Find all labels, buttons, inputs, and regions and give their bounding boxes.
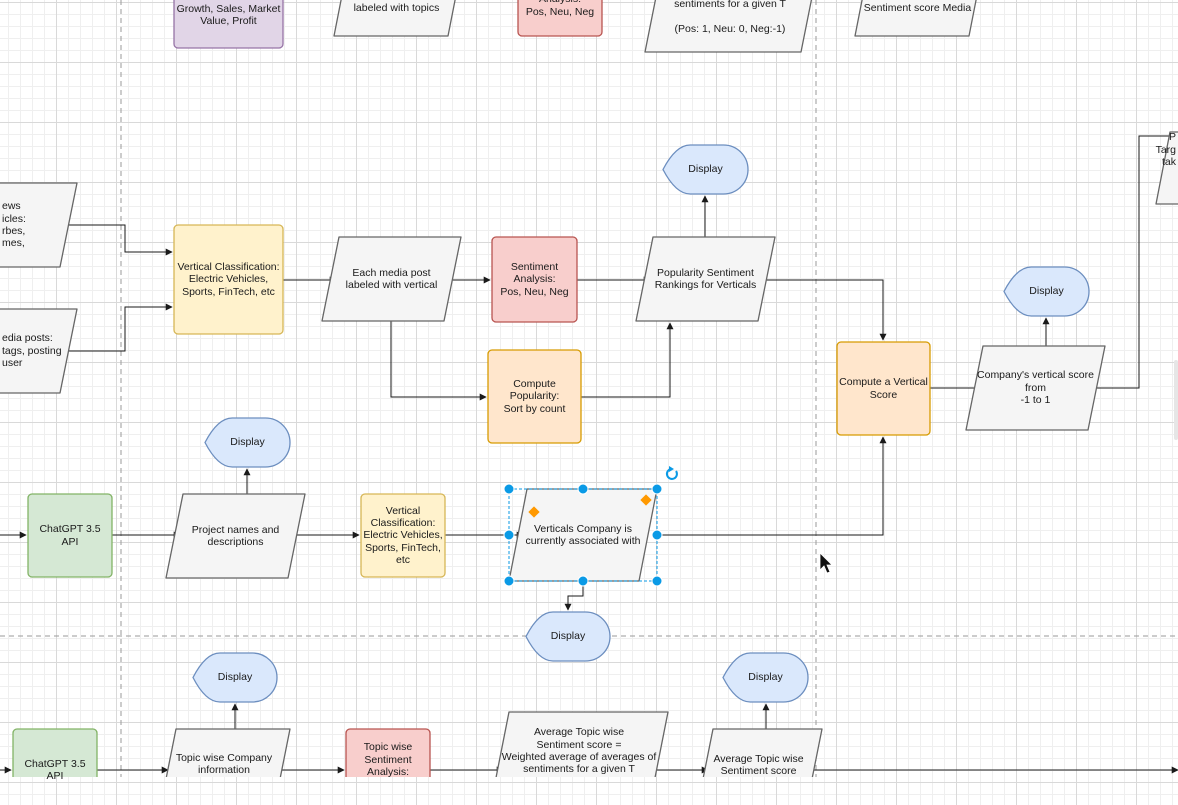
company-vertical-score-box-label: Company's vertical score from -1 to 1	[977, 369, 1094, 407]
resize-handle-2[interactable]	[577, 483, 589, 495]
chatgpt-api-box-2[interactable]	[12, 728, 98, 777]
sentiment-analysis-box-label: Sentiment Analysis: Pos, Neu, Neg	[500, 260, 569, 298]
shape-adjust-handle-1[interactable]	[528, 506, 540, 518]
resize-handle-4[interactable]	[503, 529, 515, 541]
company-vertical-score-box[interactable]	[965, 345, 1106, 431]
resize-handle-1[interactable]	[503, 483, 515, 495]
display-box-5[interactable]	[192, 652, 278, 703]
popularity-rankings-box[interactable]	[635, 236, 776, 322]
chatgpt-api-box-1[interactable]	[27, 493, 113, 578]
display-box-6[interactable]	[722, 652, 809, 703]
news-articles-box-label: ews icles: rbes, mes,	[2, 200, 26, 250]
shape-layer	[0, 0, 1178, 777]
top-labeled-topics-box[interactable]	[333, 0, 459, 37]
vertical-classification-box[interactable]	[173, 224, 284, 335]
edge-news-to-vertical[interactable]	[60, 224, 173, 256]
edge-rankings-to-vertical-score[interactable]	[760, 279, 887, 341]
vertical-classification-box-2-label: Vertical Classification: Electric Vehicl…	[363, 504, 443, 567]
display-box-1[interactable]	[662, 144, 749, 195]
topic-company-info-box-label: Topic wise Company information	[175, 751, 273, 776]
compute-popularity-box[interactable]	[487, 349, 582, 444]
resize-handle-8[interactable]	[651, 575, 663, 587]
sentiment-analysis-box[interactable]	[491, 236, 578, 323]
display-box-3-label: Display	[230, 436, 265, 449]
diagram-canvas[interactable]	[0, 0, 1178, 777]
media-posts-box-label: edia posts: tags, posting user	[2, 332, 62, 370]
media-posts-box[interactable]	[0, 308, 78, 394]
top-analysis-box-label: Analysis: Pos, Neu, Neg	[525, 0, 595, 18]
chatgpt-api-box-2-label: ChatGPT 3.5 API	[24, 757, 86, 782]
topic-sentiment-box[interactable]	[345, 728, 431, 777]
top-growth-box-label: Growth, Sales, Market Value, Profit	[176, 2, 281, 27]
rotate-handle-icon[interactable]	[665, 466, 678, 480]
right-edge-box[interactable]	[1155, 131, 1178, 205]
shape-adjust-handle-2[interactable]	[640, 494, 652, 506]
display-box-1-label: Display	[688, 163, 723, 176]
edge-verticals-company-to-display[interactable]	[564, 581, 584, 611]
average-topic-score-box[interactable]	[695, 728, 823, 777]
vertical-classification-box-2[interactable]	[360, 493, 446, 578]
edge-company-score-to-right[interactable]	[1090, 132, 1178, 389]
resize-handle-7[interactable]	[577, 575, 589, 587]
popularity-rankings-box-label: Popularity Sentiment Rankings for Vertic…	[654, 266, 757, 291]
display-box-3[interactable]	[204, 417, 291, 468]
vertical-classification-box-label: Vertical Classification: Electric Vehicl…	[177, 260, 280, 298]
chatgpt-api-box-1-label: ChatGPT 3.5 API	[39, 523, 101, 548]
resize-handle-3[interactable]	[651, 483, 663, 495]
display-box-4-label: Display	[550, 630, 586, 643]
compute-vertical-score-box[interactable]	[836, 341, 931, 436]
edge-compute-popularity-to-rankings[interactable]	[581, 322, 674, 398]
resize-handle-5[interactable]	[651, 529, 663, 541]
project-names-box-label: Project names and descriptions	[191, 523, 280, 548]
display-box-2-label: Display	[1029, 285, 1064, 298]
each-media-post-box-label: Each media post labeled with vertical	[345, 266, 438, 291]
news-articles-box[interactable]	[0, 182, 78, 268]
top-sentiments-box[interactable]	[644, 0, 815, 53]
compute-popularity-box-label: Compute Popularity: Sort by count	[503, 377, 566, 415]
edge-media-to-vertical[interactable]	[60, 303, 173, 352]
each-media-post-box[interactable]	[321, 236, 462, 322]
selection-overlay	[503, 466, 833, 587]
display-box-2[interactable]	[1003, 266, 1090, 317]
top-labeled-topics-box-label: labeled with topics	[353, 1, 440, 14]
average-topic-score-box-label: Average Topic wise Sentiment score	[713, 752, 804, 777]
compute-vertical-score-box-label: Compute a Vertical Score	[839, 376, 928, 401]
vertical-scrollbar[interactable]	[1174, 360, 1178, 440]
average-topic-formula-box-label: Average Topic wise Sentiment score = Wei…	[501, 726, 657, 776]
project-names-box[interactable]	[165, 493, 306, 579]
connector-layer	[0, 132, 1178, 774]
display-box-5-label: Display	[217, 671, 253, 684]
top-sentiment-score-box[interactable]	[854, 0, 980, 37]
display-box-4[interactable]	[525, 611, 611, 662]
topic-sentiment-box-label: Topic wise Sentiment Analysis:	[363, 741, 413, 779]
resize-handle-6[interactable]	[503, 575, 515, 587]
mouse-cursor-icon	[819, 552, 833, 574]
top-sentiment-score-box-label: Sentiment score Media	[863, 1, 972, 14]
right-edge-box-label: P Targ tak	[1155, 131, 1176, 169]
topic-company-info-box[interactable]	[158, 728, 291, 777]
top-analysis-box[interactable]	[517, 0, 603, 37]
verticals-company-box-label: Verticals Company is currently associate…	[525, 522, 641, 547]
edge-media-post-to-compute-popularity[interactable]	[390, 321, 487, 401]
display-box-6-label: Display	[748, 671, 783, 684]
edge-verticals-company-to-vertical-score[interactable]	[657, 436, 887, 536]
average-topic-formula-box[interactable]	[490, 711, 669, 777]
top-sentiments-box-label: sentiments for a given T (Pos: 1, Neu: 0…	[674, 0, 786, 36]
top-growth-box[interactable]	[173, 0, 284, 49]
